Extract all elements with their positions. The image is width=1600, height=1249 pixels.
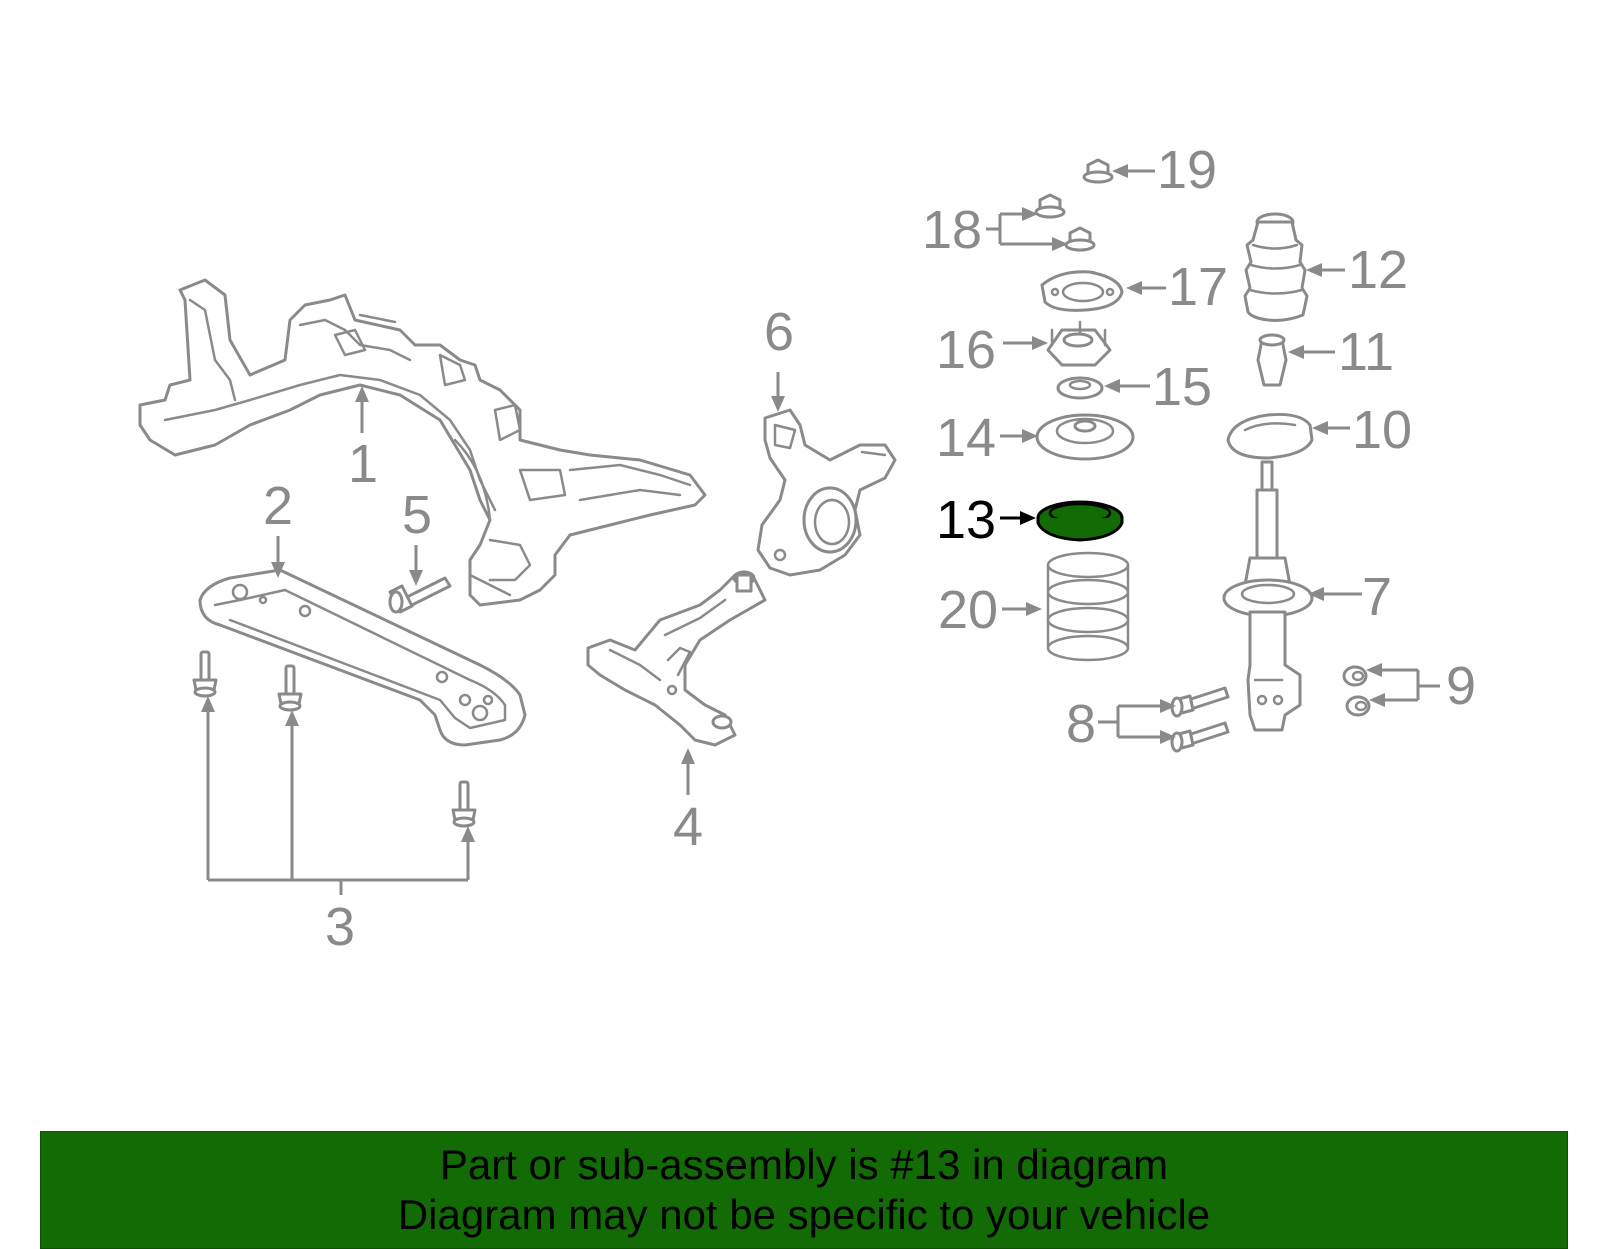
part-18-nut-b[interactable] <box>1064 226 1096 252</box>
callout-3[interactable]: 3 <box>325 897 355 957</box>
part-3-bolt-b[interactable] <box>277 664 303 712</box>
callout-12[interactable]: 12 <box>1348 240 1408 300</box>
leader-lines <box>201 164 1440 895</box>
part-15-bearing[interactable] <box>1056 376 1104 400</box>
part-8-bolt-a[interactable] <box>1170 686 1230 718</box>
part-4-control-arm[interactable] <box>586 570 767 747</box>
callout-13-highlighted[interactable]: 13 <box>936 490 996 550</box>
part-2-crossbrace[interactable] <box>198 568 527 747</box>
callout-5[interactable]: 5 <box>402 485 432 545</box>
callout-19[interactable]: 19 <box>1157 140 1217 200</box>
part-11-bump-stop[interactable] <box>1256 333 1288 387</box>
part-1-subframe[interactable] <box>138 278 707 607</box>
callout-14[interactable]: 14 <box>936 408 996 468</box>
callout-20[interactable]: 20 <box>938 580 998 640</box>
part-9-nut-a[interactable] <box>1342 665 1368 687</box>
info-banner: Part or sub-assembly is #13 in diagram D… <box>40 1131 1568 1249</box>
callout-10[interactable]: 10 <box>1352 400 1412 460</box>
callout-18[interactable]: 18 <box>922 200 982 260</box>
part-10-spring-seat[interactable] <box>1226 413 1314 460</box>
part-3-bolt-a[interactable] <box>192 650 218 698</box>
part-19-nut[interactable] <box>1082 158 1114 184</box>
callout-11[interactable]: 11 <box>1338 322 1394 382</box>
part-12-dust-boot[interactable] <box>1243 212 1309 322</box>
callout-6[interactable]: 6 <box>764 302 794 362</box>
part-17-plate[interactable] <box>1040 270 1124 312</box>
callout-8[interactable]: 8 <box>1066 694 1096 754</box>
part-16-upper-mount[interactable] <box>1046 320 1112 367</box>
part-18-nut-a[interactable] <box>1034 193 1066 219</box>
part-9-nut-b[interactable] <box>1345 695 1371 717</box>
callout-7[interactable]: 7 <box>1362 567 1392 627</box>
part-3-bolt-c[interactable] <box>451 780 477 828</box>
callout-2[interactable]: 2 <box>263 476 293 536</box>
banner-line-part-number: Part or sub-assembly is #13 in diagram <box>439 1141 1169 1188</box>
callout-labels: 1 2 3 4 5 6 7 8 9 10 11 12 13 14 15 16 1… <box>263 140 1476 957</box>
part-6-knuckle[interactable] <box>756 408 897 577</box>
callout-15[interactable]: 15 <box>1152 357 1212 417</box>
banner-line-disclaimer: Diagram may not be specific to your vehi… <box>397 1191 1211 1238</box>
callout-9[interactable]: 9 <box>1446 656 1476 716</box>
part-13-insulator-highlighted[interactable] <box>1036 500 1124 542</box>
part-7-strut[interactable] <box>1222 460 1314 732</box>
callout-4[interactable]: 4 <box>673 797 703 857</box>
part-14-mount-plate[interactable] <box>1035 413 1135 461</box>
callout-17[interactable]: 17 <box>1168 257 1228 317</box>
part-5-bolt[interactable] <box>388 576 452 614</box>
part-20-coil-spring[interactable] <box>1046 551 1130 662</box>
callout-16[interactable]: 16 <box>936 320 996 380</box>
part-8-bolt-b[interactable] <box>1170 721 1230 753</box>
callout-1[interactable]: 1 <box>348 434 378 494</box>
